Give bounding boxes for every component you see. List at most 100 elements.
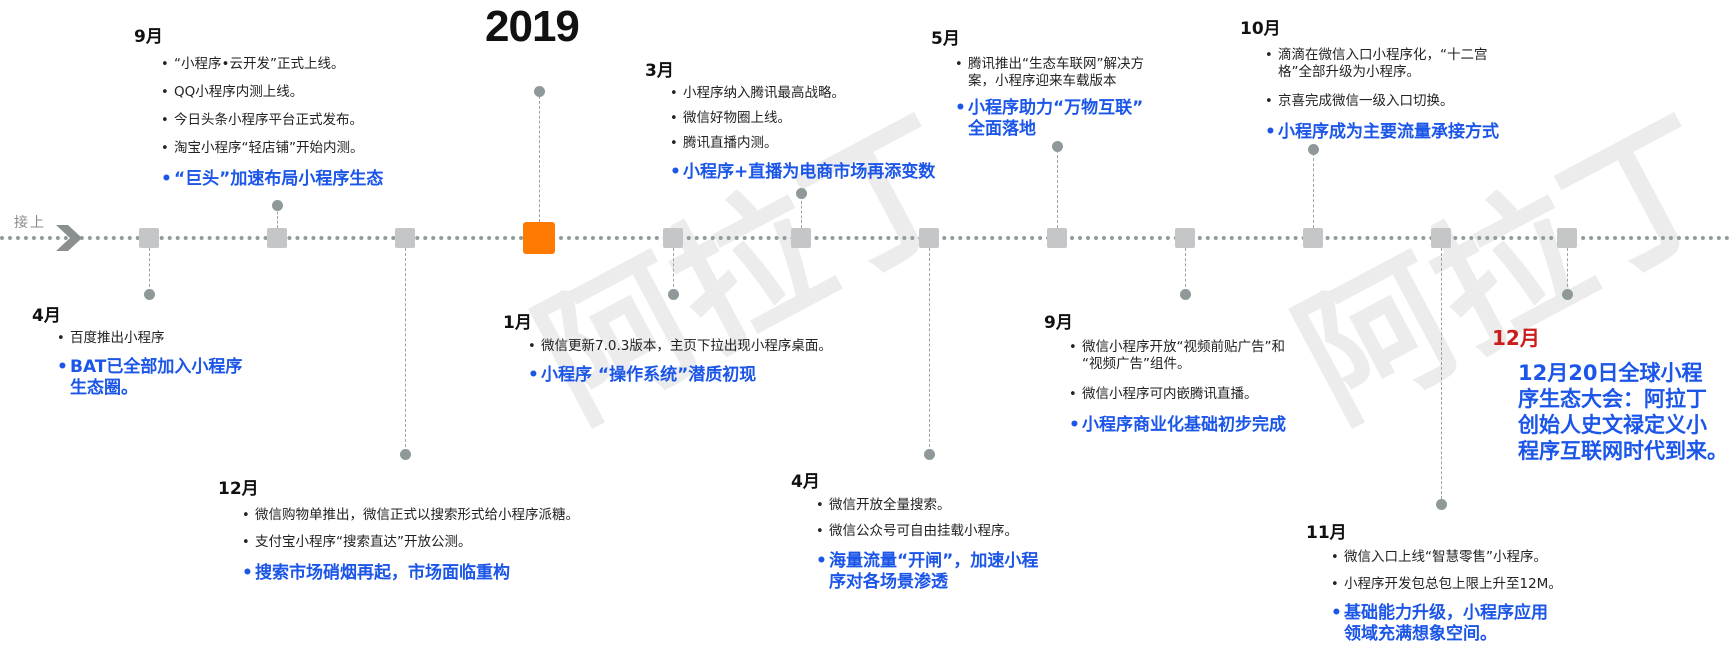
event-highlight: 12月20日全球小程 序生态大会：阿拉丁 创始人史文禄定义小 程序互联网时代到来… — [1518, 360, 1728, 464]
connector-line — [1057, 150, 1058, 228]
item-line: 格”全部升级为小程序。 — [1278, 64, 1420, 80]
connector-dot — [144, 289, 155, 300]
highlight-line: 创始人史文禄定义小 — [1518, 413, 1707, 437]
connector-line — [277, 207, 278, 228]
event-item: 微信开放全量搜索。 — [816, 497, 950, 514]
event-item: 微信购物单推出，微信正式以搜索形式给小程序派糖。 — [242, 507, 579, 524]
highlight-line: 程序互联网时代到来。 — [1518, 439, 1728, 463]
connector-line — [405, 248, 406, 452]
connector-dot — [924, 449, 935, 460]
event-month: 9月 — [134, 27, 163, 47]
item-line: 案，小程序迎来车载版本 — [968, 73, 1117, 89]
timeline-node — [791, 228, 811, 248]
highlight-line: 领域充满想象空间。 — [1344, 624, 1497, 644]
year-title: 2019 — [485, 2, 580, 51]
event-item: 腾讯直播内测。 — [670, 135, 777, 152]
event-highlight: 小程序成为主要流量承接方式 — [1265, 122, 1499, 143]
highlight-line: 12月20日全球小程 — [1518, 361, 1703, 385]
event-highlight: 小程序+直播为电商市场再添变数 — [670, 162, 935, 183]
event-item: 淘宝小程序“轻店铺”开始内测。 — [161, 140, 363, 157]
connector-dot — [1180, 289, 1191, 300]
connector-line — [1185, 248, 1186, 292]
timeline-node — [1557, 228, 1577, 248]
timeline-node — [1175, 228, 1195, 248]
connector-line — [1567, 248, 1568, 292]
highlight-line: 序对各场景渗透 — [829, 572, 948, 592]
event-item: “小程序•云开发”正式上线。 — [161, 56, 344, 73]
event-month: 9月 — [1044, 313, 1073, 333]
highlight-line: 全面落地 — [968, 119, 1036, 139]
timeline-node — [1303, 228, 1323, 248]
connector-dot — [1436, 499, 1447, 510]
event-month: 1月 — [503, 313, 532, 333]
event-highlight: 基础能力升级，小程序应用 领域充满想象空间。 — [1331, 603, 1548, 645]
event-item: 微信更新7.0.3版本，主页下拉出现小程序桌面。 — [528, 338, 832, 355]
event-item: 今日头条小程序平台正式发布。 — [161, 112, 363, 129]
item-line: 腾讯推出“生态车联网”解决方 — [968, 56, 1144, 72]
item-line: “视频广告”组件。 — [1082, 356, 1191, 372]
timeline-node — [139, 228, 159, 248]
highlight-line: 小程序助力“万物互联” — [968, 98, 1144, 118]
event-highlight: 小程序商业化基础初步完成 — [1069, 415, 1286, 436]
connector-dot — [1562, 289, 1573, 300]
event-month: 3月 — [645, 61, 674, 81]
event-highlight: 海量流量“开闸”，加速小程 序对各场景渗透 — [816, 551, 1039, 593]
event-month: 11月 — [1306, 523, 1347, 543]
highlight-line: 海量流量“开闸”，加速小程 — [829, 551, 1039, 571]
event-month: 4月 — [791, 472, 820, 492]
connector-dot — [1052, 141, 1063, 152]
timeline-node-2019 — [523, 222, 555, 254]
event-item: QQ小程序内测上线。 — [161, 84, 303, 101]
event-item: 微信好物圈上线。 — [670, 110, 791, 127]
chevron-right-icon — [56, 225, 82, 251]
connector-dot — [400, 449, 411, 460]
connector-line — [801, 196, 802, 228]
item-line: 滴滴在微信入口小程序化，“十二宫 — [1278, 47, 1488, 63]
event-item: 微信小程序可内嵌腾讯直播。 — [1069, 386, 1257, 403]
item-line: 微信小程序开放“视频前贴广告”和 — [1082, 339, 1285, 355]
highlight-line: 基础能力升级，小程序应用 — [1344, 603, 1548, 623]
connector-dot — [1308, 144, 1319, 155]
event-item: 支付宝小程序“搜索直达”开放公测。 — [242, 534, 471, 551]
event-highlight: 小程序 “操作系统”潜质初现 — [528, 365, 756, 386]
highlight-line: 序生态大会：阿拉丁 — [1518, 387, 1707, 411]
event-month: 4月 — [32, 306, 61, 326]
connector-line — [929, 248, 930, 452]
event-highlight: BAT已全部加入小程序 生态圈。 — [57, 357, 243, 399]
connector-dot — [272, 200, 283, 211]
connector-line — [1313, 153, 1314, 228]
timeline-node — [919, 228, 939, 248]
connector-dot — [534, 86, 545, 97]
connector-dot — [668, 289, 679, 300]
event-month: 12月 — [1492, 326, 1540, 350]
highlight-line: BAT已全部加入小程序 — [70, 357, 243, 377]
event-item: 小程序纳入腾讯最高战略。 — [670, 85, 845, 102]
timeline-node — [267, 228, 287, 248]
event-item: 小程序开发包总包上限上升至12M。 — [1331, 576, 1562, 593]
timeline-node — [1047, 228, 1067, 248]
event-item: 微信公众号可自由挂载小程序。 — [816, 523, 1018, 540]
connector-line — [1441, 248, 1442, 504]
timeline-node — [1431, 228, 1451, 248]
timeline-node — [663, 228, 683, 248]
timeline-axis — [0, 236, 1731, 240]
event-highlight: 小程序助力“万物互联” 全面落地 — [955, 98, 1144, 140]
event-item: 滴滴在微信入口小程序化，“十二宫 格”全部升级为小程序。 — [1265, 47, 1488, 81]
highlight-line: 生态圈。 — [70, 378, 138, 398]
connector-dot — [796, 188, 807, 199]
event-item: 腾讯推出“生态车联网”解决方 案，小程序迎来车载版本 — [955, 56, 1144, 90]
start-label: 接上 — [14, 215, 46, 231]
connector-line — [673, 248, 674, 292]
event-highlight: “巨头”加速布局小程序生态 — [161, 169, 383, 190]
event-month: 5月 — [931, 29, 960, 49]
timeline-node — [395, 228, 415, 248]
event-month: 10月 — [1240, 19, 1281, 39]
event-month: 12月 — [218, 479, 259, 499]
event-item: 微信小程序开放“视频前贴广告”和 “视频广告”组件。 — [1069, 339, 1285, 373]
event-item: 百度推出小程序 — [57, 330, 164, 347]
connector-line — [149, 248, 150, 292]
event-item: 微信入口上线“智慧零售”小程序。 — [1331, 549, 1547, 566]
event-highlight: 搜索市场硝烟再起，市场面临重构 — [242, 563, 510, 584]
event-item: 京喜完成微信一级入口切换。 — [1265, 93, 1453, 110]
connector-line — [539, 96, 540, 222]
